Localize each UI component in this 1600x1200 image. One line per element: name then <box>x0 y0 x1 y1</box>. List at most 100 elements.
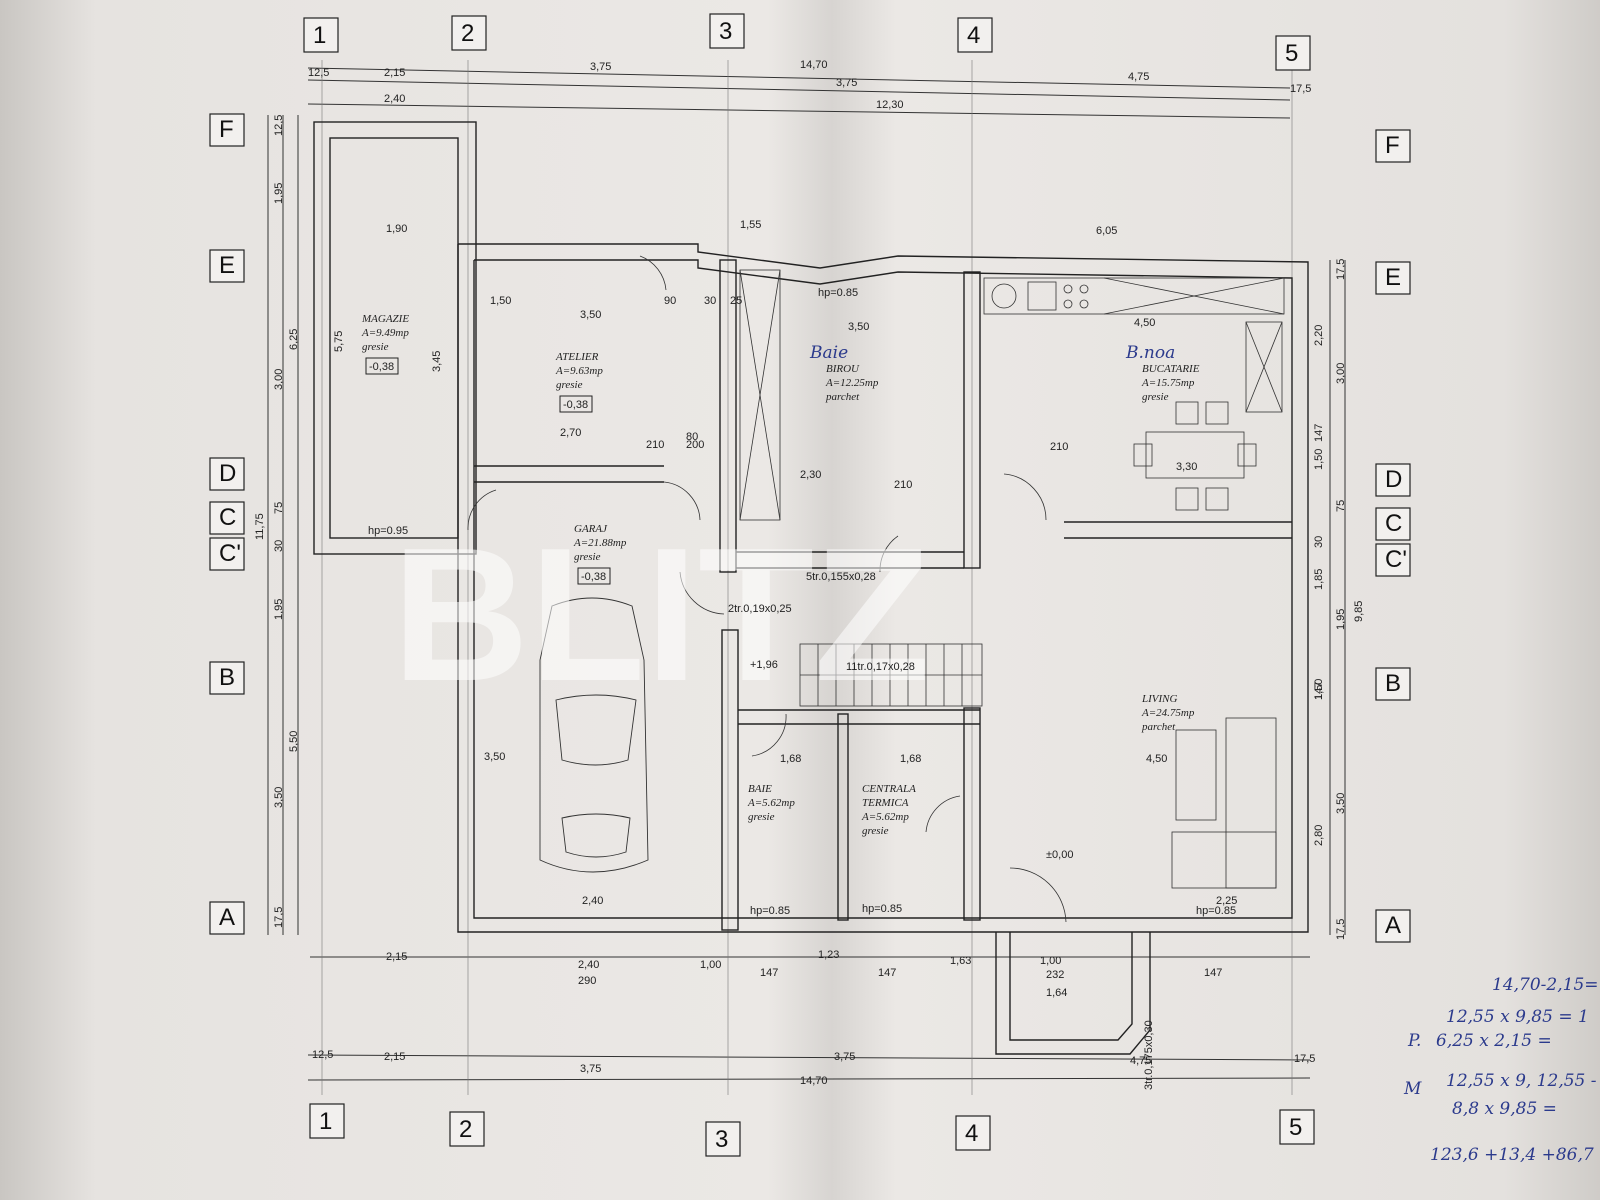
axis-left-4: C' <box>219 540 241 567</box>
axis-bottom-4-box <box>1279 1109 1315 1145</box>
axis-left-3-box <box>209 501 245 535</box>
dim-inner-28: 210 <box>894 479 912 491</box>
room-floor-7: gresie <box>862 825 889 837</box>
axis-left-5-box <box>209 661 245 695</box>
room-area-7: A=5.62mp <box>861 811 909 823</box>
axis-left-1: E <box>219 252 235 279</box>
axis-bottom-4: 5 <box>1289 1114 1302 1141</box>
room-name2-7: TERMICA <box>862 797 909 809</box>
dim-left-8: 30 <box>273 540 285 552</box>
dim-left-6: 11,75 <box>254 513 266 540</box>
axis-top-4: 5 <box>1285 40 1298 67</box>
hand-note-2: 12,55 x 9,85 = 1 <box>1446 1007 1589 1027</box>
dim-inner-3: 1,55 <box>740 219 761 231</box>
room-level-1: -0,38 <box>563 399 588 411</box>
room-area-1: A=9.63mp <box>555 365 603 377</box>
walls <box>313 121 1309 1055</box>
room-area-0: A=9.49mp <box>361 327 409 339</box>
dim-bottom-3: 3,75 <box>834 1051 855 1063</box>
room-area-5: A=24.75mp <box>1141 707 1195 719</box>
dim-bottom-2: 3,75 <box>580 1063 601 1075</box>
axis-left-1-box <box>209 249 245 283</box>
dim-right-5: 75 <box>1335 500 1347 512</box>
dim-inner-29: 210 <box>646 439 664 451</box>
dim-top-3: 14,70 <box>800 59 828 71</box>
dim-top-2: 3,75 <box>590 61 611 73</box>
room-area-2: A=12.25mp <box>825 377 879 389</box>
axis-right-3-box <box>1375 507 1411 541</box>
hand-note-4: 6,25 x 2,15 = <box>1436 1031 1552 1051</box>
hp-label-birou: hp=0.85 <box>818 287 858 299</box>
dim-right-4: 1,50 <box>1313 449 1325 470</box>
dim-inner-14: 2,40 <box>582 895 603 907</box>
axis-left-5: B <box>219 664 235 691</box>
dim-bottom-5: 17,5 <box>1294 1053 1315 1065</box>
dim-inner-10: 3,50 <box>484 751 505 763</box>
axis-left-4-box <box>209 537 245 571</box>
dim-inner-26: 147 <box>878 967 896 979</box>
dim-inner-31: 80 <box>686 431 698 443</box>
hp-label-centrala: hp=0.85 <box>862 903 902 915</box>
dim-inner-34: 30 <box>704 295 716 307</box>
hand-note-3: P. <box>1407 1031 1421 1051</box>
dim-right-3: 147 <box>1313 424 1325 442</box>
hand-note-7: 8,8 x 9,85 = <box>1452 1099 1557 1119</box>
dim-right-9: 1,95 <box>1335 609 1347 630</box>
room-note-3: B.noa <box>1125 343 1175 363</box>
room-floor-1: gresie <box>556 379 583 391</box>
room-floor-5: parchet <box>1141 721 1176 733</box>
dim-inner-21: 1,00 <box>1040 955 1061 967</box>
axis-right-4-box <box>1375 543 1411 577</box>
dim-inner-11: 4,50 <box>1146 753 1167 765</box>
living-furniture <box>1171 717 1277 889</box>
axis-right-1: E <box>1385 264 1401 291</box>
dim-inner-30: 210 <box>1050 441 1068 453</box>
axis-bottom-3-box <box>955 1115 991 1151</box>
axis-bottom-3: 4 <box>965 1120 978 1147</box>
room-name-5: LIVING <box>1141 693 1178 705</box>
dim-inner-0: 1,90 <box>386 223 407 235</box>
axis-bottom-1: 2 <box>459 1116 472 1143</box>
axis-bottom-1-box <box>449 1111 485 1147</box>
dim-left-1: 1,95 <box>273 183 285 204</box>
axis-right-5: B <box>1385 670 1401 697</box>
dim-bottom-4: 4,75 <box>1130 1055 1151 1067</box>
level-box-1 <box>559 395 593 413</box>
axis-right-5-box <box>1375 667 1411 701</box>
dim-inner-13: 1,68 <box>900 753 921 765</box>
dim-top-5: 4,75 <box>1128 71 1149 83</box>
dim-inner-23: 1,64 <box>1046 987 1067 999</box>
car-symbol <box>539 597 649 873</box>
dim-top-4: 3,75 <box>836 77 857 89</box>
room-floor-4: gresie <box>574 551 601 563</box>
dim-right-10: 1,50 <box>1313 679 1325 700</box>
hp-label-baie: hp=0.85 <box>750 905 790 917</box>
dim-right-7: 9,85 <box>1353 601 1365 622</box>
level-zero: ±0,00 <box>1046 849 1073 861</box>
hand-note-8: 123,6 +13,4 +86,7 <box>1430 1145 1594 1165</box>
room-name-0: MAGAZIE <box>361 313 409 325</box>
dim-left-7: 75 <box>273 502 285 514</box>
dim-inner-25: 147 <box>760 967 778 979</box>
axis-left-6-box <box>209 901 245 935</box>
dim-inner-22: 232 <box>1046 969 1064 981</box>
axis-right-6-box <box>1375 909 1411 943</box>
level-box-4 <box>577 567 611 585</box>
dim-inner-19: 1,23 <box>818 949 839 961</box>
axis-top-3: 4 <box>967 22 980 49</box>
dim-inner-8: 2,30 <box>800 469 821 481</box>
room-level-4: -0,38 <box>581 571 606 583</box>
dim-bottom-0: 12,5 <box>312 1049 333 1061</box>
dim-right-12: 3,50 <box>1335 793 1347 814</box>
stairs-label-2: 11tr.0,17x0,28 <box>846 661 915 673</box>
axis-right-1-box <box>1375 261 1411 295</box>
hp-label-magazie: hp=0.95 <box>368 525 408 537</box>
dim-inner-7: 2,70 <box>560 427 581 439</box>
dim-inner-15: 2,25 <box>1216 895 1237 907</box>
dim-inner-9: 3,30 <box>1176 461 1197 473</box>
misc-labels: hp=0.85 hp=0.95 hp=0.85 hp=0.85 hp=0.85 … <box>368 287 1236 1090</box>
room-floor-6: gresie <box>748 811 775 823</box>
stairs-label-3: 5tr.0,155x0,28 <box>806 571 876 583</box>
hand-note-5: M <box>1403 1079 1422 1099</box>
